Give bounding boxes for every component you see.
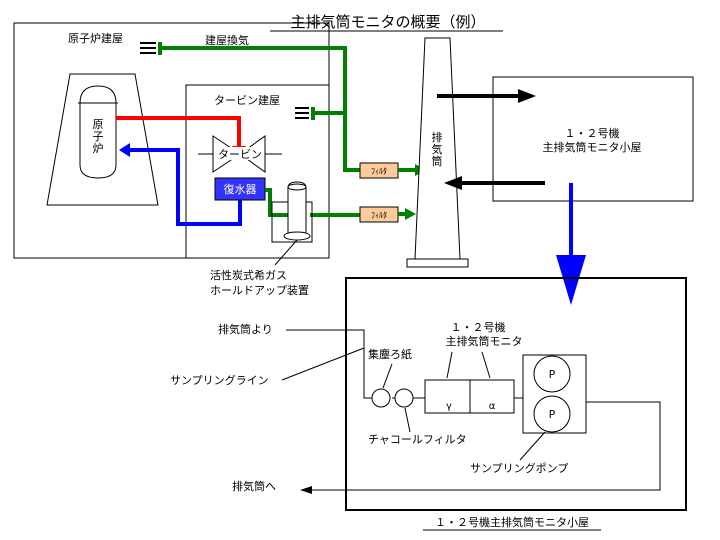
pump-1-circle [533, 355, 571, 393]
from-stack-label: 排気筒より [218, 322, 273, 336]
pump-2-circle [533, 395, 571, 433]
building-vent-label: 建屋換気 [205, 33, 249, 47]
dust-paper-leader [382, 363, 393, 389]
sample-out-arrow-head [518, 89, 536, 103]
sampling-line-label: サンプリングライン [170, 373, 269, 387]
turbine-building-box [185, 84, 330, 259]
reactor-building-label: 原子炉建屋 [68, 31, 123, 45]
reactor-vessel [79, 85, 117, 179]
holdup-leader [274, 239, 298, 266]
holdup-label-2: ホールドアップ装置 [210, 284, 309, 297]
feedwater-line [128, 148, 242, 226]
monitor-label-2: 主排気筒モニタ [446, 334, 523, 348]
monitor-leader-1 [446, 351, 453, 379]
turbine-building-label: タービン建屋 [214, 93, 280, 107]
sampling-line-leader [281, 347, 365, 381]
steam-line [116, 116, 241, 148]
charcoal-filter-label: チャコールフィルタ [368, 433, 467, 446]
reactor-label-2: 子 [93, 130, 104, 143]
sampling-pump-leader [519, 431, 546, 461]
detail-arrow-head [556, 255, 586, 305]
diagram-title: 主排気筒モニタの概要（例） [290, 13, 485, 31]
detail-box [345, 277, 687, 511]
monitor-hut-box [492, 76, 694, 202]
reactor-building-box [13, 22, 330, 259]
feedwater-arrow-head [119, 143, 130, 157]
holdup-column-base [283, 231, 311, 241]
to-stack-label: 排気筒へ [232, 479, 276, 493]
turbine-label-bg [217, 147, 262, 160]
reactor-shield [46, 73, 159, 206]
dust-filter-circle [371, 388, 391, 408]
filter-1-label: ﾌｨﾙﾀ [371, 167, 387, 176]
turbine-label: タービン [218, 148, 262, 161]
sampling-pump-label: サンプリングポンプ [470, 461, 568, 475]
exhaust-stack-base [406, 258, 469, 268]
condenser-label: 復水器 [224, 183, 257, 196]
monitor-hut-label-1: １・２号機 [565, 126, 620, 140]
charcoal-filter-circle [394, 388, 414, 408]
gamma-label: γ [446, 401, 452, 412]
stack-label-1: 排 [432, 130, 443, 144]
vent-grill-turbine [295, 107, 315, 120]
holdup-label-1: 活性炭式希ガス [210, 268, 287, 282]
holdup-column-top [287, 183, 307, 191]
monitor-alpha-box [469, 379, 515, 414]
reactor-label-3: 炉 [93, 142, 104, 155]
filter-2-arrow-head [405, 208, 416, 220]
pump-2-label: P [549, 408, 556, 421]
detail-caption: １・２号機主排気筒モニタ小屋 [435, 515, 589, 529]
sample-return-arrow-head [444, 176, 462, 190]
building-vent-line [162, 46, 370, 172]
offgas-line [265, 188, 360, 217]
to-stack-arrow-head [300, 486, 312, 494]
charcoal-filter-leader [404, 407, 411, 433]
monitor-hut-label-2: 主排気筒モニタ小屋 [543, 140, 642, 154]
vent-grill-reactor [140, 42, 162, 55]
monitor-label-1: １・２号機 [451, 320, 506, 334]
stack-label-2: 気 [432, 142, 443, 156]
monitor-leader-2 [481, 351, 491, 379]
filter-2-label: ﾌｨﾙﾀ [371, 211, 387, 220]
reactor-label-1: 原 [93, 118, 104, 131]
dust-paper-label: 集塵ろ紙 [368, 347, 412, 361]
stack-label-3: 筒 [432, 154, 443, 168]
alpha-label: α [489, 401, 496, 412]
pump-1-label: P [549, 368, 556, 381]
